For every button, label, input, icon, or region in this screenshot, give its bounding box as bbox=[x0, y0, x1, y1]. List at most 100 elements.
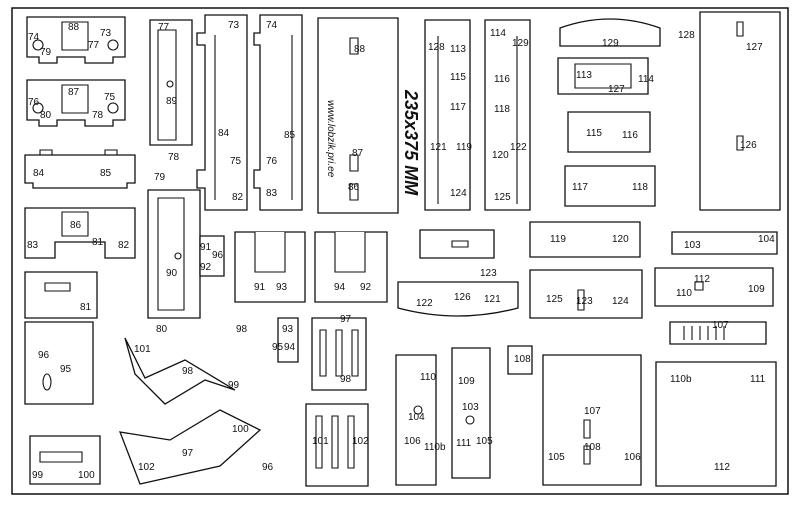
label-101: 101 bbox=[134, 344, 151, 355]
label-100-b: 100 bbox=[78, 470, 95, 481]
label-81: 81 bbox=[92, 237, 104, 248]
piece-110b-111-112 bbox=[655, 361, 777, 487]
label-76: 76 bbox=[28, 97, 40, 108]
label-128-b: 128 bbox=[678, 30, 695, 41]
piece-114-122-125 bbox=[484, 19, 531, 211]
label-112: 112 bbox=[694, 274, 710, 285]
piece-117-118 bbox=[564, 165, 656, 207]
label-92-b: 92 bbox=[360, 282, 372, 293]
piece-79-90-80 bbox=[147, 189, 201, 319]
piece-110-112-109 bbox=[654, 267, 774, 307]
label-82: 82 bbox=[118, 240, 130, 251]
label-87-b: 87 bbox=[352, 148, 364, 159]
label-128: 128 bbox=[428, 42, 445, 53]
label-122-b: 122 bbox=[416, 298, 433, 309]
label-85: 85 bbox=[100, 168, 112, 179]
label-106-b: 106 bbox=[624, 452, 641, 463]
piece-125-123-124 bbox=[529, 269, 643, 319]
label-116: 116 bbox=[494, 74, 510, 85]
label-99-b: 99 bbox=[32, 470, 44, 481]
label-76-b: 76 bbox=[266, 156, 278, 167]
piece-73-84-75-82 bbox=[196, 14, 248, 211]
label-97-b: 97 bbox=[182, 448, 194, 459]
piece-113-127-114 bbox=[557, 57, 649, 95]
piece-74-85-76-83 bbox=[253, 14, 303, 211]
label-73: 73 bbox=[100, 28, 112, 39]
piece-94-92 bbox=[314, 231, 388, 303]
piece-107 bbox=[669, 321, 767, 345]
label-95-b: 95 bbox=[272, 342, 284, 353]
label-73-b: 73 bbox=[228, 20, 240, 31]
piece-88-87-86 bbox=[317, 17, 399, 214]
label-80: 80 bbox=[40, 110, 52, 121]
label-75: 75 bbox=[104, 92, 116, 103]
label-129: 129 bbox=[512, 38, 529, 49]
label-110: 110 bbox=[676, 288, 692, 299]
label-93: 93 bbox=[276, 282, 288, 293]
label-112-b: 112 bbox=[714, 462, 730, 473]
label-97: 97 bbox=[340, 314, 352, 325]
label-116-b: 116 bbox=[622, 130, 638, 141]
label-100: 100 bbox=[232, 424, 249, 435]
label-88: 88 bbox=[68, 22, 80, 33]
label-75-b: 75 bbox=[230, 156, 242, 167]
label-120: 120 bbox=[492, 150, 509, 161]
label-93-b: 93 bbox=[282, 324, 294, 335]
label-103-b: 103 bbox=[462, 402, 479, 413]
label-96-b: 96 bbox=[38, 350, 50, 361]
label-124: 124 bbox=[450, 188, 467, 199]
label-122: 122 bbox=[510, 142, 527, 153]
label-110b: 110b bbox=[424, 442, 446, 453]
label-121-b: 121 bbox=[484, 294, 501, 305]
label-96-c: 96 bbox=[262, 462, 274, 473]
label-120-b: 120 bbox=[612, 234, 629, 245]
label-105-b: 105 bbox=[548, 452, 565, 463]
label-86: 86 bbox=[70, 220, 82, 231]
label-114: 114 bbox=[490, 28, 506, 39]
label-108: 108 bbox=[514, 354, 531, 365]
label-111: 111 bbox=[456, 438, 472, 449]
label-80-b: 80 bbox=[156, 324, 168, 335]
piece-103-104 bbox=[671, 231, 778, 255]
label-77-b: 77 bbox=[158, 22, 170, 33]
label-99: 99 bbox=[228, 380, 240, 391]
piece-101-98-99 bbox=[124, 337, 236, 405]
piece-76-80-87-78-75 bbox=[26, 79, 126, 127]
label-84: 84 bbox=[33, 168, 45, 179]
label-110b-b: 110b bbox=[670, 374, 692, 385]
part-number-labels: 74 79 88 77 73 76 80 87 78 75 84 85 86 8… bbox=[27, 20, 775, 481]
label-91: 91 bbox=[200, 242, 212, 253]
label-101-b: 101 bbox=[312, 436, 329, 447]
label-83: 83 bbox=[27, 240, 39, 251]
label-102-b: 102 bbox=[352, 436, 369, 447]
label-87: 87 bbox=[68, 87, 80, 98]
label-89: 89 bbox=[166, 96, 178, 107]
label-95: 95 bbox=[60, 364, 72, 375]
label-98: 98 bbox=[236, 324, 248, 335]
piece-127-126 bbox=[699, 11, 781, 211]
size-label: 235x375 MM bbox=[401, 89, 421, 196]
label-98-b: 98 bbox=[340, 374, 352, 385]
label-85-b: 85 bbox=[284, 130, 296, 141]
label-127-b: 127 bbox=[746, 42, 763, 53]
label-84-b: 84 bbox=[218, 128, 230, 139]
label-126: 126 bbox=[740, 140, 757, 151]
piece-119-120 bbox=[529, 221, 641, 258]
piece-115-116 bbox=[567, 111, 651, 153]
piece-110-104-106 bbox=[395, 354, 437, 486]
label-94: 94 bbox=[334, 282, 346, 293]
label-103: 103 bbox=[684, 240, 701, 251]
label-90: 90 bbox=[166, 268, 178, 279]
label-113: 113 bbox=[450, 44, 466, 55]
label-94-b: 94 bbox=[284, 342, 296, 353]
label-78-b: 78 bbox=[168, 152, 180, 163]
piece-128-113-124 bbox=[424, 19, 471, 211]
label-123-b: 123 bbox=[576, 296, 593, 307]
piece-122-126-121 bbox=[397, 281, 519, 317]
label-115: 115 bbox=[450, 72, 466, 83]
label-107: 107 bbox=[712, 320, 729, 331]
label-113-b: 113 bbox=[576, 70, 592, 81]
label-114-b: 114 bbox=[638, 74, 654, 85]
label-107-b: 107 bbox=[584, 406, 601, 417]
